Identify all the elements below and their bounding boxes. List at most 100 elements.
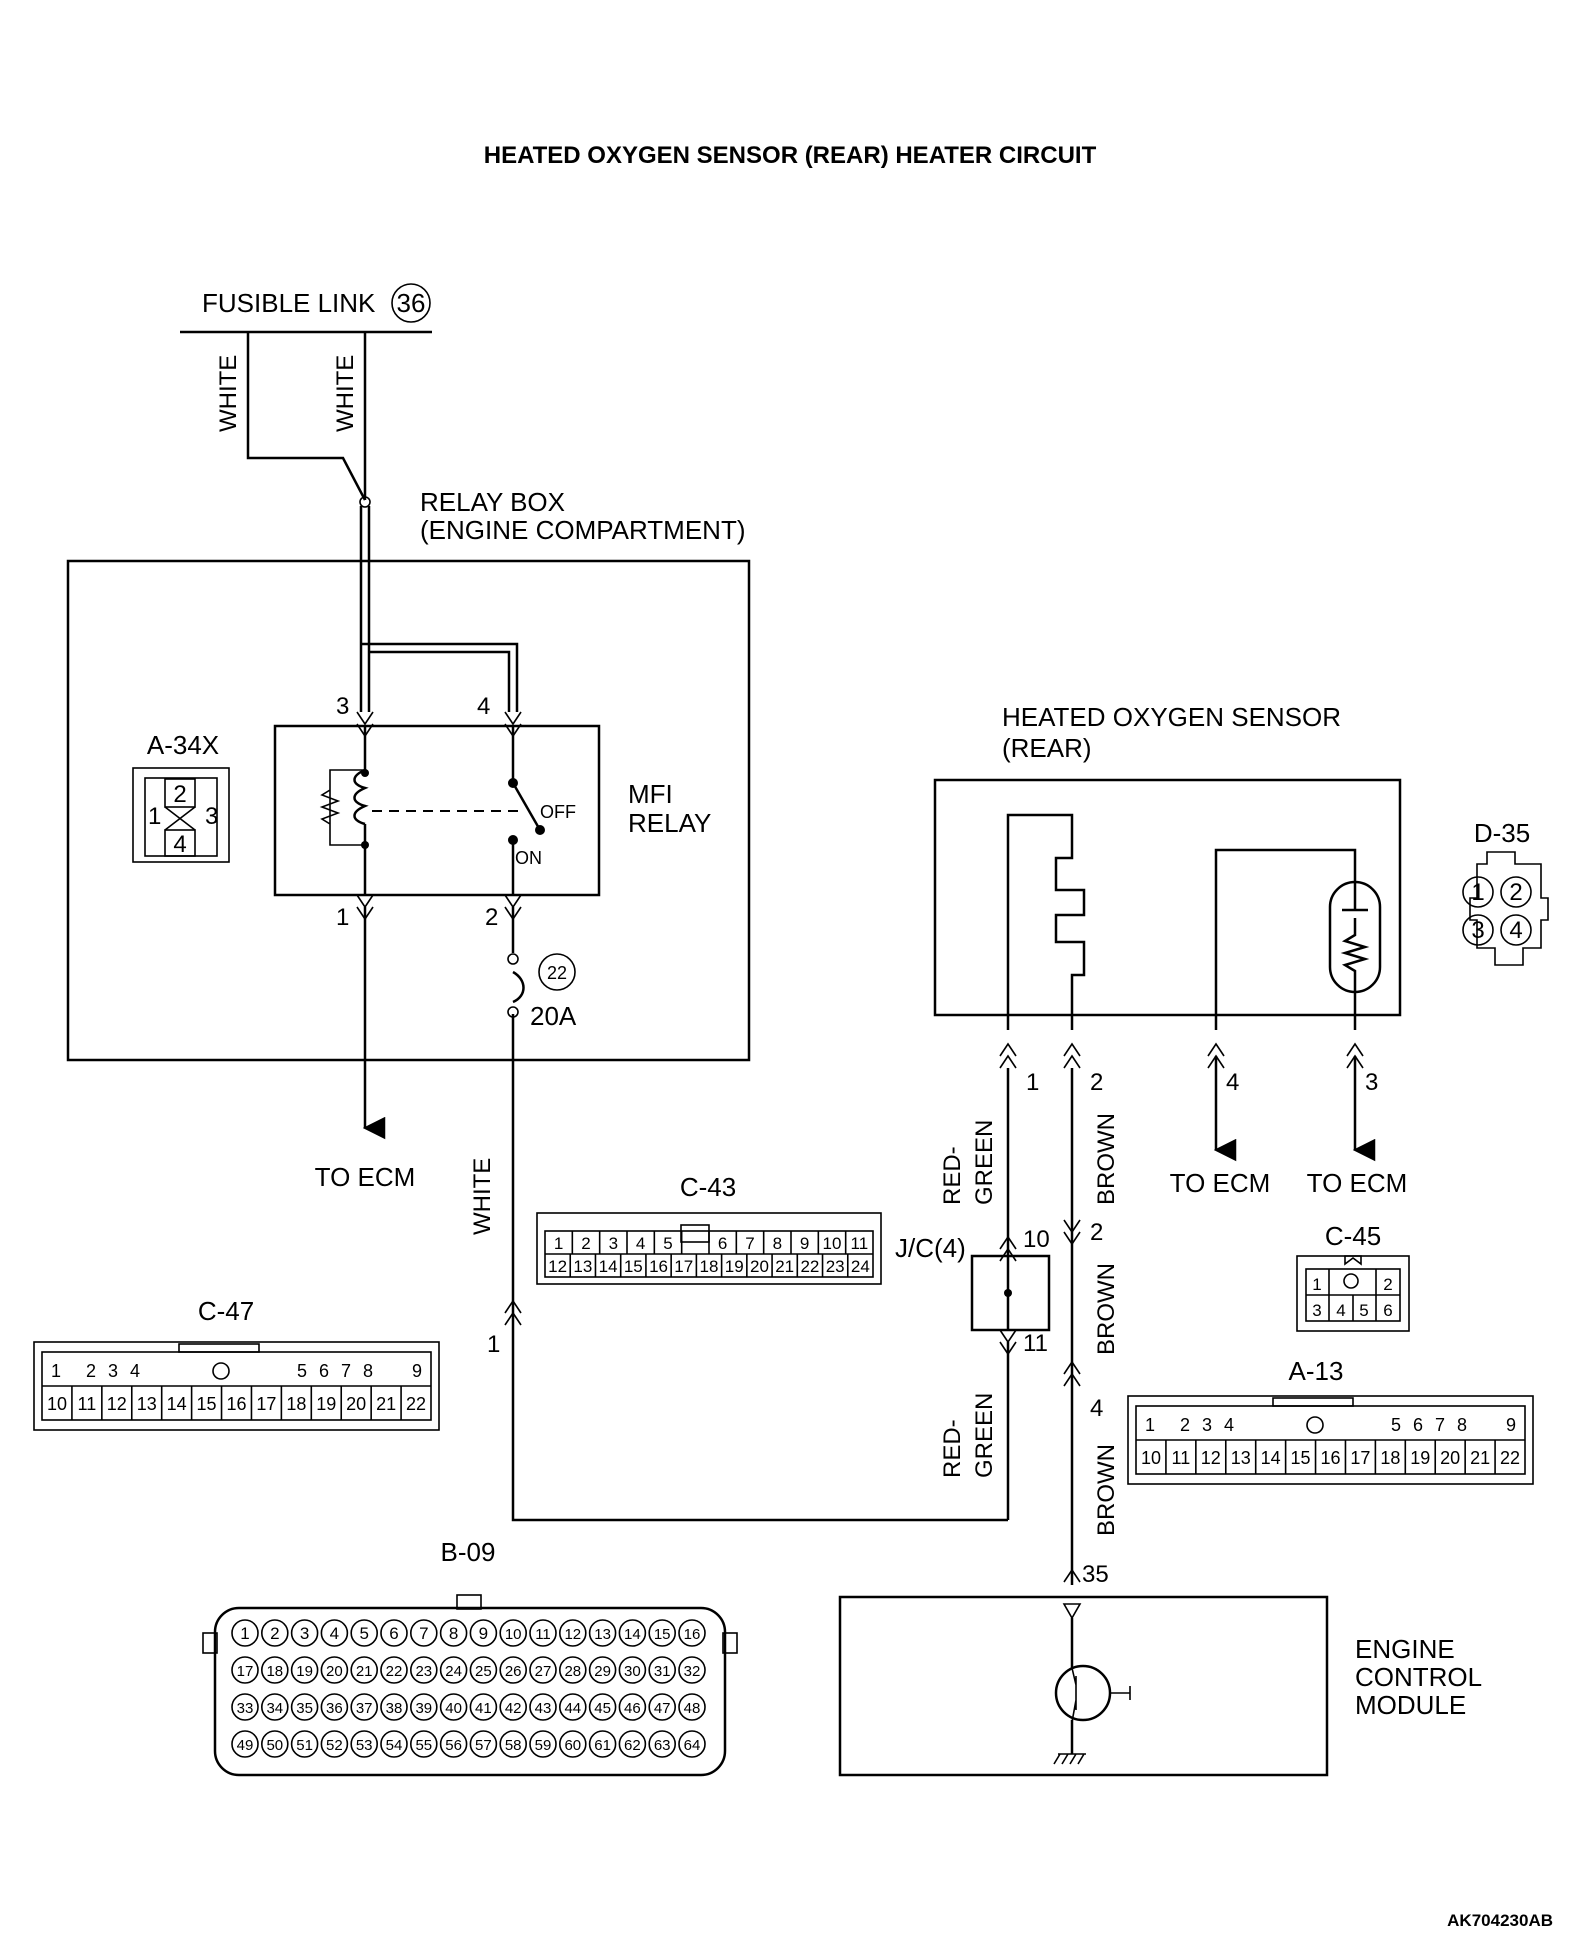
fuse-rating: 20A [530,1001,577,1031]
a13-key [1272,1397,1354,1407]
ecm-input-terminal [1062,1603,1082,1620]
fuse-wire [511,907,1008,1522]
b09-pin-1: 1 [240,1624,249,1643]
relay-pin-3: 3 [336,693,349,720]
ecm-transistor-leads [1071,1667,1131,1723]
a13-pin-22: 22 [1500,1448,1520,1468]
b09-pin-circle [439,1730,468,1758]
a13-pin-6: 6 [1413,1415,1423,1435]
b09-pin-27: 27 [535,1663,552,1680]
d35-pin4-circle [1500,914,1532,946]
diagram-title: HEATED OXYGEN SENSOR (REAR) HEATER CIRCU… [484,142,1097,169]
b09-pin-20: 20 [326,1663,343,1680]
b09-pin-25: 25 [475,1663,492,1680]
c43-pin-12: 12 [548,1257,567,1276]
c47-pin-3: 3 [108,1361,118,1381]
d35-outline [1469,851,1549,966]
b09-pin-circle [469,1619,498,1647]
fuse-number-circle [538,953,576,991]
b09-pin-18: 18 [266,1663,283,1680]
b09-pin-circle [409,1656,438,1684]
b09-pin-57: 57 [475,1737,492,1754]
c47-pin-7: 7 [341,1361,351,1381]
b09-pin-circle [529,1730,557,1758]
d35-pin-2: 2 [1509,879,1522,906]
b09-pin-circle [350,1693,379,1721]
b09-pin-circle [588,1693,617,1721]
b09-pin-53: 53 [356,1737,373,1754]
c47-pin-15: 15 [197,1394,217,1414]
c47-pin-10: 10 [47,1394,67,1414]
c47-pin-9: 9 [412,1361,422,1381]
b09-pin-17: 17 [237,1663,254,1680]
b09-pin-38: 38 [386,1700,403,1717]
c43-pin-18: 18 [700,1257,719,1276]
a13-center-mark [1306,1416,1324,1434]
to-ecm-sensor3: TO ECM [1307,1168,1408,1198]
a13-pin-21: 21 [1470,1448,1490,1468]
c43-pin-4: 4 [636,1234,645,1253]
junction-label: J/C(4) [895,1233,966,1263]
c47-pin-2: 2 [86,1361,96,1381]
c47-pin-1: 1 [51,1361,61,1381]
to-ecm-sensor4: TO ECM [1170,1168,1271,1198]
white-pin-1: 1 [487,1331,500,1358]
a34x-name: A-34X [147,730,219,760]
relay-box-label: RELAY BOX [420,487,565,517]
b09-pin-8: 8 [449,1624,458,1643]
a13-pin-5: 5 [1391,1415,1401,1435]
c47-outline [33,1341,440,1431]
sensor-pin-4: 4 [1226,1069,1239,1096]
wire-color-white-b: WHITE [332,355,359,432]
b09-pin-circle [409,1693,438,1721]
wire-white-a [246,332,367,501]
a13-pin-17: 17 [1350,1448,1370,1468]
b09-pin-circle [588,1730,617,1758]
wire-to-pin4-inner [369,650,511,712]
c47-pin-22: 22 [406,1394,426,1414]
b09-pin-32: 32 [684,1663,701,1680]
b09-pin-circle [260,1656,289,1684]
c45-pin-6: 6 [1383,1301,1392,1320]
b09-name: B-09 [441,1537,496,1567]
b09-pin-circle [439,1656,468,1684]
b09-pin-47: 47 [654,1700,671,1717]
b09-pin-60: 60 [564,1737,581,1754]
wire-color-white-c: WHITE [469,1158,496,1235]
a13-pin-2: 2 [1180,1415,1190,1435]
c47-pin-16: 16 [226,1394,246,1414]
mfi-relay-label-2: RELAY [628,808,711,838]
b09-pin-circle [290,1619,319,1647]
b09-pin-circle [648,1693,677,1721]
c45-key [1344,1255,1362,1266]
b09-pin-circle [529,1656,557,1684]
wire-to-pin4-outer [361,642,519,712]
b09-right-ear [722,1632,738,1654]
b09-pin-circle [320,1693,349,1721]
b09-pin-circle [678,1730,706,1758]
a34x-pin-1: 1 [148,803,161,830]
b09-pin-circle [380,1693,408,1721]
a13-pin-7: 7 [1435,1415,1445,1435]
a13-pin-13: 13 [1231,1448,1251,1468]
wire-color-red-green-lower-1: RED- [939,1419,966,1478]
b09-pin-52: 52 [326,1737,343,1754]
c43-pin-17: 17 [674,1257,693,1276]
b09-pin-26: 26 [505,1663,522,1680]
b09-pin-16: 16 [684,1626,701,1643]
b09-pin-64: 64 [684,1737,701,1754]
a13-pin-11: 11 [1172,1448,1191,1468]
c47-pin-21: 21 [376,1394,396,1414]
c47-pin-12: 12 [107,1394,127,1414]
b09-pin-56: 56 [445,1737,462,1754]
switch-blade [511,782,542,831]
ecm-pin-35: 35 [1082,1561,1109,1588]
wire-color-red-green-upper-1: RED- [939,1146,966,1205]
a13-pin-18: 18 [1380,1448,1400,1468]
a13-name: A-13 [1289,1356,1344,1386]
b09-pin-circle [380,1656,408,1684]
b09-pin-circle [320,1619,349,1647]
c47-center-mark [212,1362,230,1380]
b09-outline [213,1606,727,1777]
